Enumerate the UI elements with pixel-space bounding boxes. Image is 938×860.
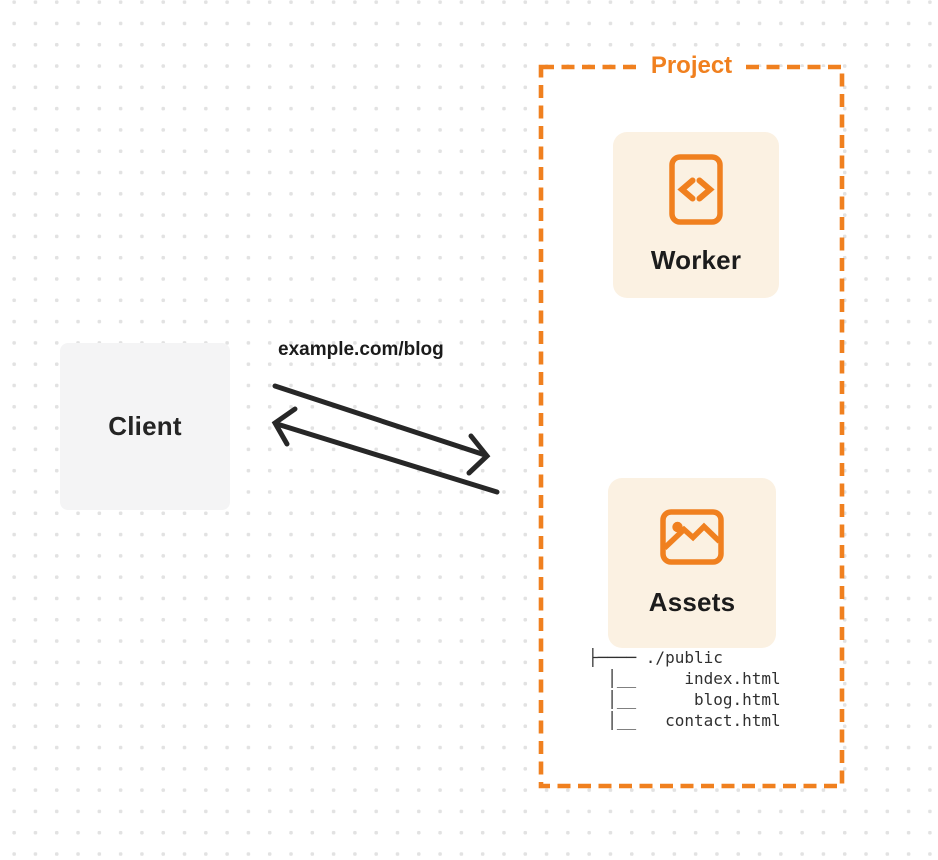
client-box: Client	[60, 343, 230, 510]
assets-label: Assets	[648, 586, 736, 617]
assets-card: Assets	[608, 478, 776, 648]
code-file-icon	[669, 154, 723, 225]
file-tree: ├──── ./public │__ index.html │__ blog.h…	[588, 648, 781, 730]
worker-label: Worker	[650, 245, 742, 275]
client-label: Client	[108, 411, 182, 441]
request-url-label: example.com/blog	[278, 339, 444, 360]
response-arrow	[271, 406, 500, 495]
image-icon	[660, 508, 724, 565]
worker-card: Worker	[613, 132, 779, 298]
request-arrow	[272, 383, 491, 476]
